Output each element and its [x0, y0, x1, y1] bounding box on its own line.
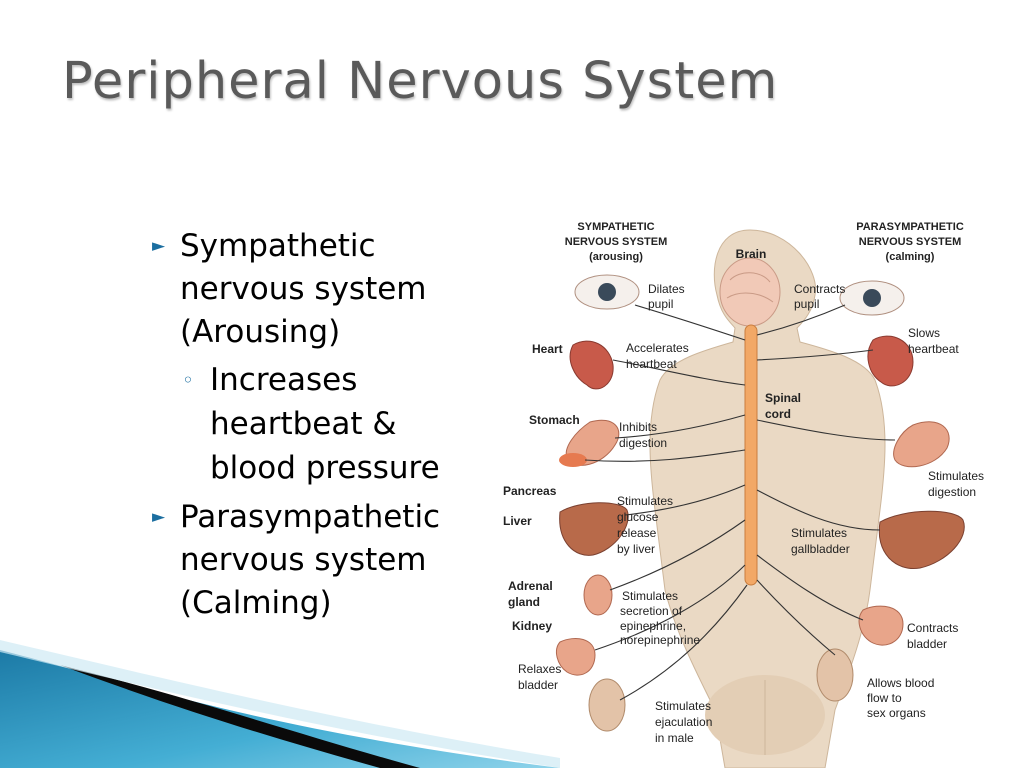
- adrenal-effect-4: norepinephrine: [620, 633, 700, 647]
- inhibits-digestion-1: Inhibits: [619, 420, 657, 434]
- spinal-cord: [744, 324, 758, 586]
- gallbladder-2: gallbladder: [791, 542, 850, 556]
- sub-bullet-item: ◦ Increases heartbeat & blood pressure: [180, 358, 480, 490]
- pancreas-label: Pancreas: [503, 484, 557, 498]
- spinal-cord-label-2: cord: [765, 407, 791, 421]
- parasympathetic-header-line3: (calming): [886, 251, 935, 263]
- bullet-text: Parasympathetic nervous system (Calming): [180, 499, 441, 621]
- nervous-system-figure: SYMPATHETIC NERVOUS SYSTEM (arousing) PA…: [503, 221, 984, 768]
- triangle-bullet-icon: ►: [152, 507, 166, 527]
- ejaculation-2: ejaculation: [655, 715, 712, 729]
- contracts-pupil-1: Contracts: [794, 282, 845, 296]
- kidney-label: Kidney: [512, 619, 552, 633]
- bullet-list: ► Sympathetic nervous system (Arousing) …: [150, 225, 480, 631]
- dilates-pupil-2: pupil: [648, 297, 673, 311]
- liver-label: Liver: [503, 514, 532, 528]
- heart-organ: [569, 340, 614, 390]
- stomach-label: Stomach: [529, 413, 580, 427]
- pancreas-organ: [559, 453, 587, 467]
- spinal-cord-label-1: Spinal: [765, 391, 801, 405]
- glucose-3: release: [617, 526, 657, 540]
- contracts-bladder-1: Contracts: [907, 621, 958, 635]
- contracts-bladder-2: bladder: [907, 637, 947, 651]
- adrenal-label-2: gland: [508, 595, 540, 609]
- inhibits-digestion-2: digestion: [619, 436, 667, 450]
- contracts-pupil-2: pupil: [794, 297, 819, 311]
- brain-label: Brain: [736, 247, 767, 261]
- male-organ: [588, 678, 626, 732]
- slows-heartbeat-1: Slows: [908, 326, 940, 340]
- blood-flow-2: flow to: [867, 691, 902, 705]
- liver-organ-right: [878, 510, 965, 569]
- glucose-2: glucose: [617, 510, 659, 524]
- decorative-swoosh: [0, 640, 560, 768]
- sympathetic-header-line1: SYMPATHETIC: [577, 221, 654, 233]
- parasympathetic-header-line1: PARASYMPATHETIC: [856, 221, 964, 233]
- circle-bullet-icon: ◦: [182, 368, 194, 392]
- glucose-1: Stimulates: [617, 494, 673, 508]
- relaxes-bladder-1: Relaxes: [518, 662, 561, 676]
- glucose-4: by liver: [617, 542, 655, 556]
- liver-organ: [559, 502, 629, 556]
- gallbladder-1: Stimulates: [791, 526, 847, 540]
- adrenal-effect-1: Stimulates: [622, 589, 678, 603]
- stimulates-digestion-2: digestion: [928, 485, 976, 499]
- human-body-silhouette: [649, 229, 886, 768]
- brain: [719, 257, 781, 327]
- ejaculation-3: in male: [655, 731, 694, 745]
- bladder-organ: [556, 638, 596, 676]
- slows-heartbeat-2: heartbeat: [908, 342, 959, 356]
- relaxes-bladder-2: bladder: [518, 678, 558, 692]
- heart-label: Heart: [532, 342, 563, 356]
- kidney-organ: [583, 574, 613, 616]
- stimulates-digestion-1: Stimulates: [928, 469, 984, 483]
- nerve-lines: [584, 304, 896, 701]
- male-organ-right: [816, 648, 854, 702]
- stomach-organ-right: [893, 421, 950, 468]
- blood-flow-3: sex organs: [867, 706, 926, 720]
- parasympathetic-header-line2: NERVOUS SYSTEM: [859, 236, 962, 248]
- heart-organ-right: [867, 335, 914, 387]
- sympathetic-header-line2: NERVOUS SYSTEM: [565, 236, 668, 248]
- bladder-organ-right: [858, 605, 904, 646]
- ejaculation-1: Stimulates: [655, 699, 711, 713]
- sympathetic-header-line3: (arousing): [589, 251, 643, 263]
- dilates-pupil-1: Dilates: [648, 282, 685, 296]
- adrenal-effect-2: secretion of: [620, 604, 683, 618]
- adrenal-label-1: Adrenal: [508, 579, 553, 593]
- bullet-text: Sympathetic nervous system (Arousing): [180, 228, 427, 350]
- triangle-bullet-icon: ►: [152, 236, 166, 256]
- blood-flow-1: Allows blood: [867, 676, 934, 690]
- bullet-item: ► Parasympathetic nervous system (Calmin…: [150, 496, 480, 625]
- slide-title: Peripheral Nervous System: [62, 52, 779, 111]
- sub-bullet-text: Increases heartbeat & blood pressure: [210, 362, 440, 486]
- accelerates-heartbeat-2: heartbeat: [626, 357, 677, 371]
- accelerates-heartbeat-1: Accelerates: [626, 341, 689, 355]
- adrenal-effect-3: epinephrine,: [620, 619, 686, 633]
- bullet-item: ► Sympathetic nervous system (Arousing) …: [150, 225, 480, 490]
